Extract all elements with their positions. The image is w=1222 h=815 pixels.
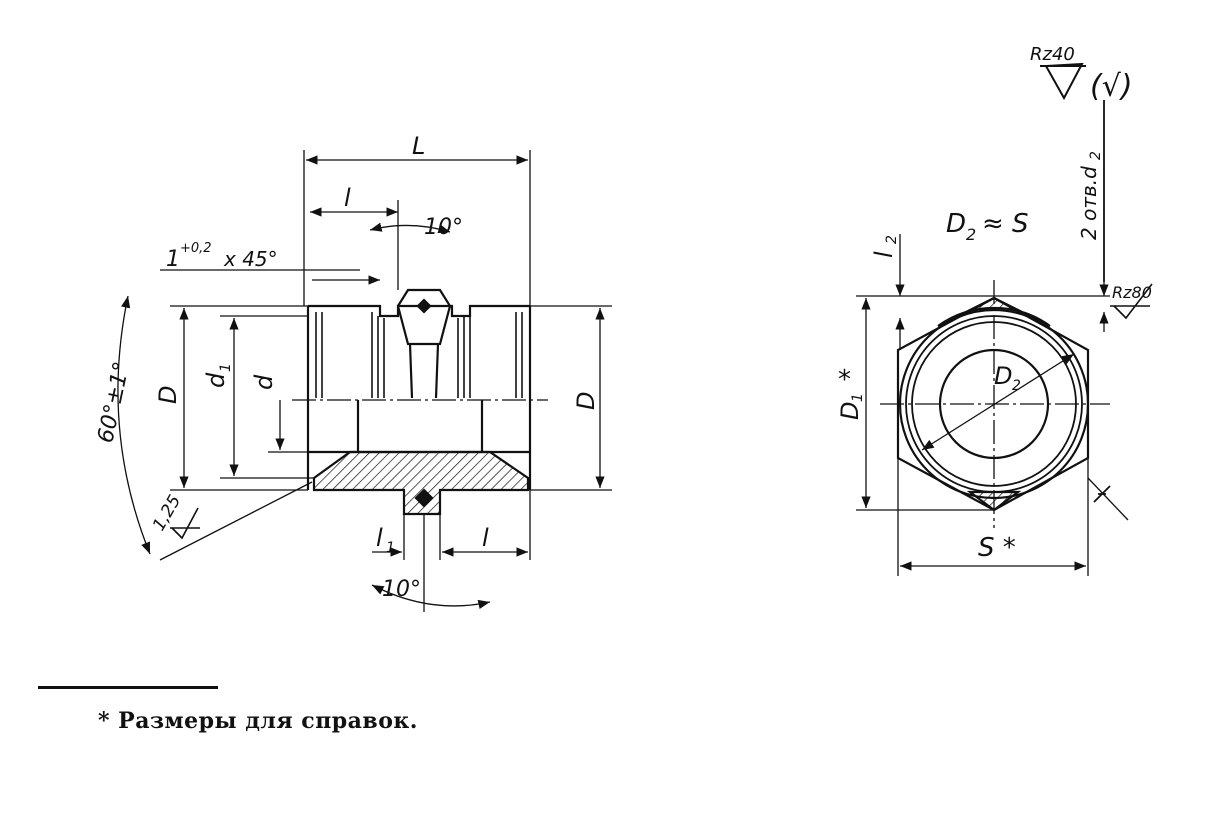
footnote-rule [38, 686, 218, 689]
label-l-left: l [344, 184, 351, 212]
dim-angle-top [369, 222, 451, 234]
label-D-left: D [154, 386, 182, 404]
label-angle-top: 10° [424, 215, 463, 240]
side-hole-channel-left [408, 343, 414, 399]
dim-angle-bottom [371, 584, 491, 610]
thread-lines [315, 312, 523, 398]
side-hole-hex [396, 288, 452, 346]
label-l2-sub: 2 [884, 235, 900, 244]
label-rz40: Rz40 [1030, 44, 1075, 65]
side-view [292, 288, 548, 516]
label-D2-eq-rest: ≈ S [982, 209, 1029, 239]
label-L: L [412, 132, 425, 160]
label-chamfer-tol: +0,2 [180, 241, 212, 256]
label-l1-sub: 1 [386, 540, 395, 556]
label-d1: d [202, 372, 230, 388]
roughness-125-symbol [170, 507, 200, 540]
label-l-bottom: l [482, 524, 489, 552]
label-d: d [250, 374, 278, 390]
label-check-paren: (√) [1090, 69, 1133, 104]
label-S-star: S * [978, 533, 1016, 563]
dim-D2-inner [921, 353, 1075, 451]
end-dimensions [856, 62, 1153, 576]
label-rz80: Rz80 [1112, 283, 1152, 302]
side-hole-channel-right [434, 343, 440, 399]
label-D2-eq: D [946, 209, 966, 239]
label-angle-bottom: 10° [382, 577, 421, 602]
label-D2-inner-sub: 2 [1012, 378, 1021, 394]
dim-angle-cone [117, 295, 151, 555]
label-angle-cone: 60°±1° [93, 359, 135, 445]
label-l2: l [870, 251, 898, 258]
side-dimensions [117, 150, 612, 612]
label-D-right: D [572, 392, 600, 410]
roughness-80-symbol [1110, 283, 1153, 320]
section-cone [312, 450, 530, 516]
label-D1-star: * [838, 365, 851, 395]
label-l1: l [376, 524, 383, 552]
label-D1-sub: 1 [850, 393, 866, 402]
label-holes-sub: 2 [1088, 151, 1104, 160]
roughness-40-symbol [1040, 62, 1086, 101]
label-D2-eq-sub: 2 [966, 225, 976, 244]
label-d1-sub: 1 [218, 363, 234, 372]
end-view [880, 280, 1110, 528]
label-D2-inner: D [994, 362, 1012, 390]
label-D1: D [836, 402, 864, 420]
label-chamfer-rest: x 45° [223, 247, 278, 271]
label-chamfer: 1 [166, 247, 180, 272]
footnote: * Размеры для справок. [98, 708, 418, 734]
label-holes: 2 отв.d [1077, 166, 1101, 240]
